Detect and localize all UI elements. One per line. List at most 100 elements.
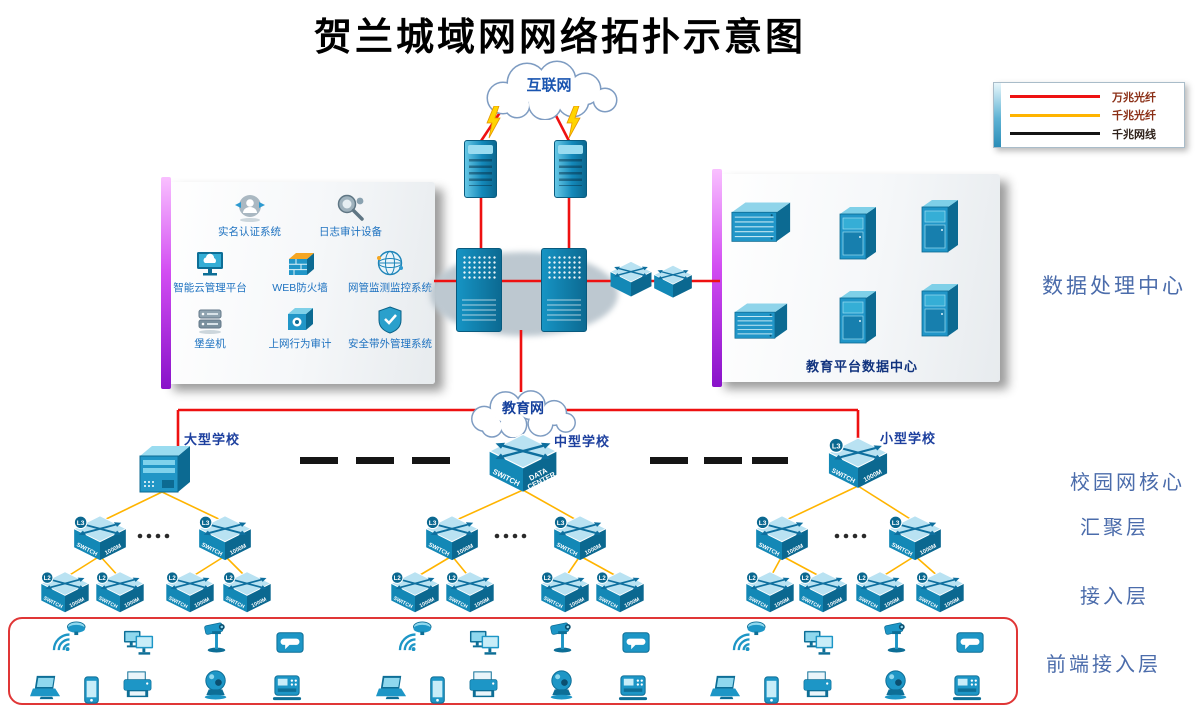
security-item: 堡垒机 <box>165 305 255 350</box>
svg-text:L2: L2 <box>449 575 457 582</box>
wifi-ap-icon <box>730 620 767 658</box>
printer-icon <box>119 668 156 706</box>
log-audit-icon <box>334 193 368 223</box>
card-terminal-icon <box>949 670 986 708</box>
rack-server-icon <box>730 300 792 345</box>
svg-text:L3: L3 <box>202 520 210 527</box>
broadcast-icon <box>618 626 655 664</box>
monitor-icon <box>121 626 158 664</box>
security-item: 智能云管理平台 <box>165 249 255 294</box>
broadcast-icon <box>272 626 309 664</box>
server-cabinet-icon <box>918 281 962 344</box>
firewall-device <box>554 140 587 198</box>
cloud-mgmt-icon <box>193 249 227 279</box>
education-cloud-label: 教育网 <box>502 400 544 416</box>
server-cabinet-icon <box>836 204 880 267</box>
ptz-camera-icon <box>878 620 915 658</box>
phone-icon <box>753 674 790 708</box>
security-item: 上网行为审计 <box>255 305 345 350</box>
security-item: 安全带外管理系统 <box>345 305 435 350</box>
wifi-ap-icon <box>50 620 87 658</box>
security-item-label: 安全带外管理系统 <box>348 338 432 351</box>
security-item-label: WEB防火墙 <box>272 282 328 295</box>
security-item-label: 网管监测监控系统 <box>348 282 432 295</box>
firewall-device <box>464 140 497 198</box>
security-item: 日志审计设备 <box>305 193 397 238</box>
svg-text:L3: L3 <box>759 520 767 527</box>
laptop-icon <box>708 672 745 708</box>
behavior-audit-icon <box>283 305 317 335</box>
printer-icon <box>799 668 836 706</box>
legend-item: 万兆光纤 <box>1010 89 1176 105</box>
campus-core-server-icon <box>132 442 192 501</box>
side-label-campus-core: 校园网核心 <box>1070 472 1185 494</box>
diagram-title: 贺兰城域网网络拓扑示意图 <box>313 17 806 59</box>
legend-item-label: 千兆光纤 <box>1112 110 1156 122</box>
rack-server-icon <box>728 198 794 249</box>
phone-icon <box>419 674 456 708</box>
server-cabinet-icon <box>836 288 880 351</box>
core-server-rack <box>456 248 502 332</box>
bastion-icon <box>193 305 227 335</box>
internet-cloud-label: 互联网 <box>526 76 572 94</box>
legend-item: 千兆光纤 <box>1010 107 1176 123</box>
svg-text:L2: L2 <box>44 575 52 582</box>
lightning-icon <box>486 106 501 139</box>
legend-item: 千兆网线 <box>1010 126 1176 142</box>
ptz-camera-icon <box>544 620 581 658</box>
mini-switch-icon <box>608 260 654 303</box>
security-item-label: 上网行为审计 <box>268 338 332 351</box>
legend-line-swatch <box>1010 95 1100 98</box>
mini-switch-icon <box>652 264 694 304</box>
card-terminal-icon <box>269 670 306 708</box>
laptop-icon <box>374 672 411 708</box>
legend: 万兆光纤千兆光纤千兆网线 <box>993 82 1185 148</box>
svg-text:L2: L2 <box>802 575 810 582</box>
printer-icon <box>465 668 502 706</box>
broadcast-icon <box>952 626 989 664</box>
svg-text:L2: L2 <box>544 575 552 582</box>
lightning-icon <box>566 106 581 139</box>
dome-camera-icon <box>544 668 581 706</box>
monitor-icon <box>801 626 838 664</box>
security-item-label: 智能云管理平台 <box>173 282 247 295</box>
svg-text:L2: L2 <box>394 575 402 582</box>
side-label-datacenter: 数据处理中心 <box>1042 275 1186 298</box>
svg-text:L2: L2 <box>599 575 607 582</box>
legend-line-swatch <box>1010 113 1100 117</box>
core-server-rack <box>541 248 587 332</box>
side-label-aggregation: 汇聚层 <box>1080 517 1149 539</box>
monitor-icon <box>467 626 504 664</box>
school-label-large: 大型学校 <box>184 432 241 447</box>
svg-text:L2: L2 <box>226 575 234 582</box>
side-label-frontend: 前端接入层 <box>1046 654 1161 676</box>
web-firewall-icon <box>283 249 317 279</box>
svg-text:L3: L3 <box>557 520 565 527</box>
svg-text:L2: L2 <box>919 575 927 582</box>
oob-mgmt-icon <box>373 305 407 335</box>
card-terminal-icon <box>615 670 652 708</box>
frontend-access-zone <box>8 617 1018 705</box>
net-monitor-icon <box>373 249 407 279</box>
ptz-camera-icon <box>198 620 235 658</box>
phone-icon <box>73 674 110 708</box>
education-cloud: 教育网 <box>455 386 591 438</box>
svg-text:L3: L3 <box>77 520 85 527</box>
security-item: 网管监测监控系统 <box>345 249 435 294</box>
legend-line-swatch <box>1010 132 1100 135</box>
